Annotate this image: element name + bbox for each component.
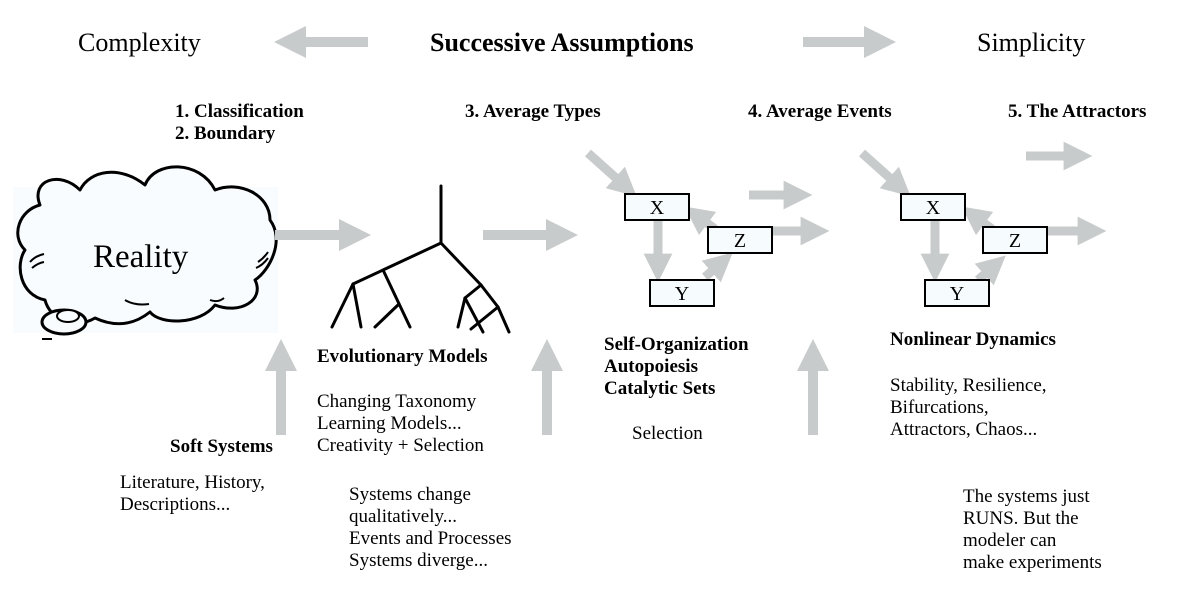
- soft-systems-line-2: Descriptions...: [120, 494, 231, 515]
- types-network-arrows: [584, 149, 830, 283]
- events-node-x: X: [900, 193, 966, 221]
- events-node-z: Z: [982, 226, 1048, 254]
- step-classification: 1. Classification: [175, 101, 304, 122]
- nonlinear-line-2: Bifurcations,: [890, 397, 989, 418]
- autopoiesis-title: Autopoiesis: [604, 356, 698, 377]
- reality-cloud: [13, 165, 278, 340]
- step-average-events: 4. Average Events: [748, 101, 892, 122]
- evolutionary-note-4: Systems diverge...: [349, 550, 488, 571]
- evolutionary-note-2: qualitatively...: [349, 506, 457, 527]
- types-node-y-label: Y: [674, 283, 690, 305]
- complexity-label: Complexity: [78, 28, 201, 57]
- nonlinear-note-2: RUNS. But the: [963, 508, 1079, 529]
- evolutionary-note-3: Events and Processes: [349, 528, 512, 549]
- nonlinear-dynamics-title: Nonlinear Dynamics: [890, 329, 1056, 350]
- events-node-y-label: Y: [949, 283, 965, 305]
- nonlinear-line-3: Attractors, Chaos...: [890, 419, 1038, 440]
- evolutionary-note-1: Systems change: [349, 484, 471, 505]
- events-network-arrows: [858, 141, 1107, 286]
- evolutionary-line-3: Creativity + Selection: [317, 435, 484, 456]
- evolutionary-line-2: Learning Models...: [317, 413, 462, 434]
- soft-systems-line-1: Literature, History,: [120, 472, 265, 493]
- evolutionary-line-1: Changing Taxonomy: [317, 391, 477, 412]
- types-node-y: Y: [649, 279, 715, 307]
- types-node-z-label: Z: [733, 230, 747, 252]
- nonlinear-note-3: modeler can: [963, 530, 1057, 551]
- reality-label: Reality: [93, 239, 189, 275]
- events-node-z-label: Z: [1008, 230, 1022, 252]
- events-node-x-label: X: [925, 197, 941, 219]
- nonlinear-line-1: Stability, Resilience,: [890, 375, 1047, 396]
- diagram-title: Successive Assumptions: [430, 28, 694, 57]
- step-boundary: 2. Boundary: [175, 123, 276, 144]
- step-attractors: 5. The Attractors: [1008, 101, 1147, 122]
- types-node-z: Z: [707, 226, 773, 254]
- catalytic-sets-title: Catalytic Sets: [604, 378, 716, 399]
- nonlinear-note-4: make experiments: [963, 552, 1102, 573]
- nonlinear-note-1: The systems just: [963, 486, 1090, 507]
- types-node-x-label: X: [649, 197, 665, 219]
- selection-label: Selection: [632, 423, 703, 444]
- evolutionary-models-title: Evolutionary Models: [317, 346, 488, 367]
- simplicity-label: Simplicity: [977, 28, 1086, 57]
- self-organization-title: Self-Organization: [604, 334, 749, 355]
- types-node-x: X: [624, 193, 690, 221]
- events-node-y: Y: [924, 279, 990, 307]
- soft-systems-title: Soft Systems: [170, 436, 273, 457]
- step-average-types: 3. Average Types: [465, 101, 601, 122]
- evolutionary-tree: [330, 184, 511, 334]
